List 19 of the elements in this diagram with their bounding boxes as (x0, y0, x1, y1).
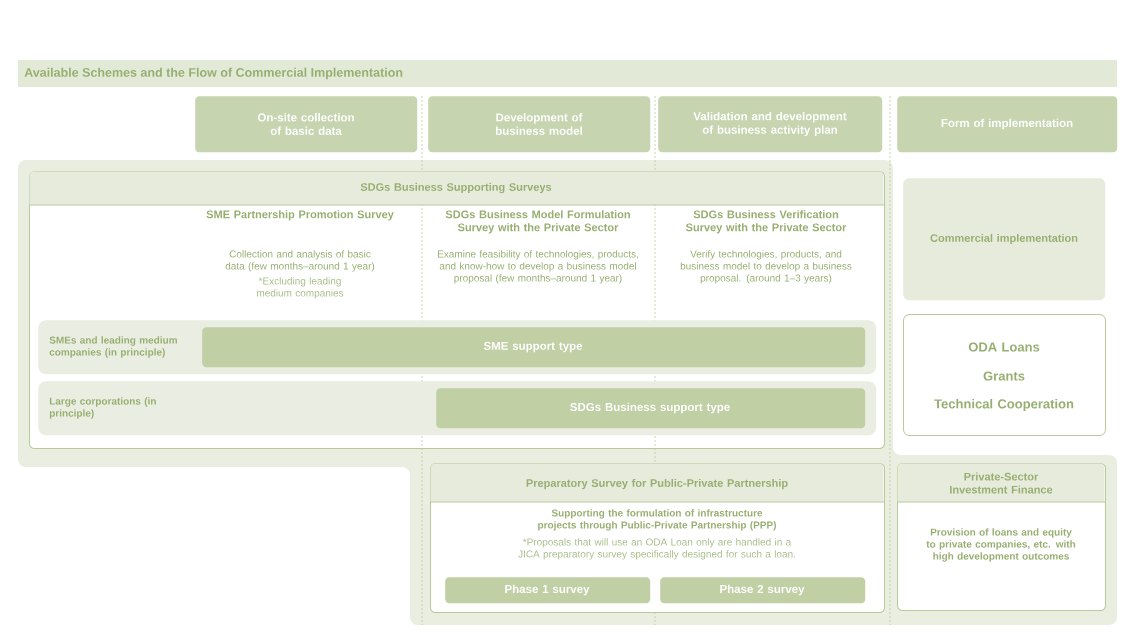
description-text: Verify technologies, products, and business model to develop a business proposal. (around 1–3 years) (680, 250, 852, 284)
note-text: *Excluding leading medium companies (257, 277, 344, 299)
title-band: Available Schemes and the Flow of Commercial Implementation (18, 60, 1117, 87)
implementation-box: Commercial implementation (903, 178, 1106, 301)
column-header: Validation and development of business activity plan (658, 96, 883, 153)
survey-bar: Phase 2 survey (660, 577, 866, 604)
description-text: Examine feasibility of technologies, products, and know-how to develop a business model proposal (few months–around 1 year) (437, 250, 638, 284)
support-bar: SDGs Business support type (436, 388, 866, 429)
survey-heading: SDGs Business Model Formulation Survey with the Private Sector (445, 210, 630, 234)
column-header: Development of business model (428, 96, 651, 153)
survey-bar: Phase 1 survey (445, 577, 651, 604)
survey-heading: SME Partnership Promotion Survey (206, 210, 394, 221)
finance-box: Private-Sector Investment Finance Provision of loans and equity to private companies, etc. with high development outcomes (896, 463, 1106, 611)
description-text: Collection and analysis of basic data (few months–around 1 year) (225, 250, 375, 272)
survey-heading: SDGs Business Verification Survey with the Private Sector (685, 210, 847, 234)
scheme-box: ODA Loans Grants Technical Cooperation (903, 314, 1106, 436)
support-bar: SME support type (202, 327, 866, 368)
column-header: Form of implementation (897, 96, 1118, 153)
column-header: On-site collection of basic data (195, 96, 418, 153)
